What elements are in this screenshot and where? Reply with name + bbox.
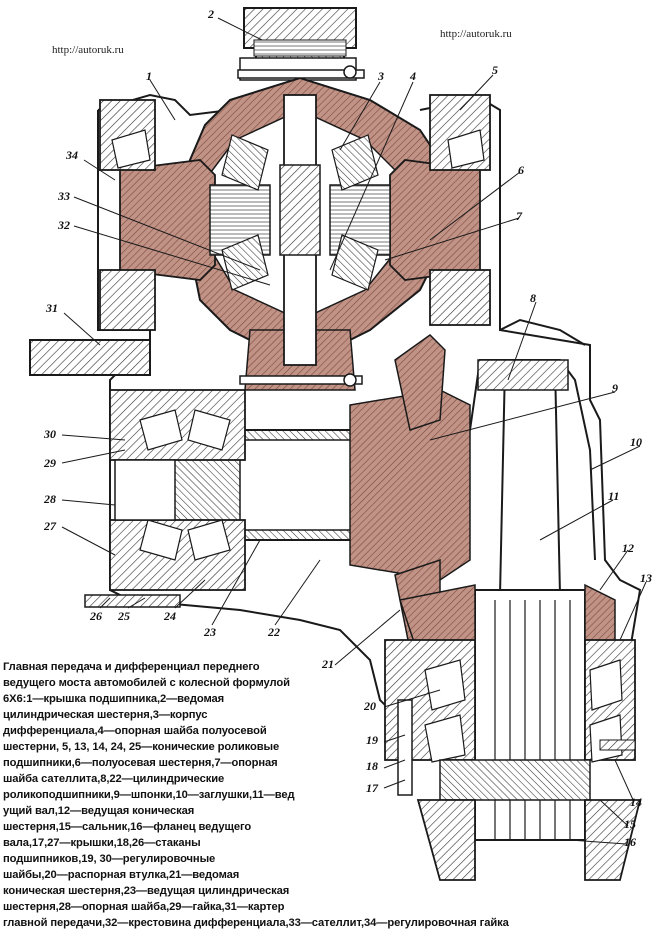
- caption-line: ущий вал,12—ведущая коническая: [3, 805, 195, 817]
- callout-31: 31: [45, 301, 58, 315]
- callout-33: 33: [57, 189, 70, 203]
- caption-line: коническая шестерня,23—ведущая цилиндрич…: [3, 885, 290, 897]
- callout-13: 13: [640, 571, 652, 585]
- callout-23: 23: [203, 625, 216, 639]
- callout-18: 18: [366, 759, 378, 773]
- caption-line: главной передачи,32—крестовина дифференц…: [3, 917, 509, 929]
- watermark-url-left: http://autoruk.ru: [52, 44, 124, 56]
- callout-3: 3: [377, 69, 384, 83]
- callout-12: 12: [622, 541, 634, 555]
- caption-line: 6Х6:1—крышка подшипника,2—ведомая: [3, 693, 225, 705]
- callout-10: 10: [630, 435, 642, 449]
- caption-line: цилиндрическая шестерня,3—корпус: [3, 709, 208, 721]
- caption-line: шестерня,15—сальник,16—фланец ведущего: [3, 821, 252, 833]
- left-bearing-group: [84, 389, 246, 608]
- callout-15: 15: [624, 817, 636, 831]
- callout-24: 24: [163, 609, 176, 623]
- lower-bearing-group: [384, 639, 642, 881]
- caption-line: Главная передача и дифференциал переднег…: [3, 661, 260, 673]
- caption-line: шестерня,28—опорная шайба,29—гайка,31—ка…: [3, 901, 285, 913]
- callout-20: 20: [363, 699, 376, 713]
- callout-7: 7: [516, 209, 523, 223]
- callout-21: 21: [321, 657, 334, 671]
- callout-1: 1: [146, 69, 152, 83]
- bolts: [237, 65, 365, 387]
- callout-17: 17: [366, 781, 379, 795]
- callout-numbers: 1 2 3 4 5 6 7 8 9 10 11 12 13 14 15 16 1…: [43, 7, 652, 849]
- callout-27: 27: [43, 519, 57, 533]
- caption-line: ведущего моста автомобилей с колесной фо…: [3, 677, 290, 689]
- leader-lines: [61, 17, 647, 845]
- callout-8: 8: [530, 291, 536, 305]
- callout-22: 22: [267, 625, 280, 639]
- caption-line: шестерни, 5, 13, 14, 24, 25—конические р…: [3, 741, 280, 753]
- callout-26: 26: [89, 609, 102, 623]
- caption-line: подшипники,6—полуосевая шестерня,7—опорн…: [3, 757, 278, 769]
- callout-11: 11: [608, 489, 619, 503]
- callout-32: 32: [57, 218, 70, 232]
- caption-line: подшипников,19, 30—регулировочные: [3, 853, 216, 865]
- caption-line: шайба сателлита,8,22—цилиндрические: [3, 773, 225, 785]
- caption-line: шайбы,20—распорная втулка,21—ведомая: [3, 869, 240, 881]
- figure-caption: Главная передача и дифференциал переднег…: [3, 659, 509, 931]
- callout-4: 4: [409, 69, 416, 83]
- callout-34: 34: [65, 148, 78, 162]
- callout-25: 25: [117, 609, 130, 623]
- callout-5: 5: [492, 63, 498, 77]
- watermark-url-right: http://autoruk.ru: [440, 28, 512, 40]
- callout-19: 19: [366, 733, 378, 747]
- callout-14: 14: [630, 795, 642, 809]
- callout-30: 30: [43, 427, 56, 441]
- caption-line: дифференциала,4—опорная шайба полуосевой: [3, 725, 267, 737]
- callout-2: 2: [207, 7, 214, 21]
- differential-spider: [221, 94, 379, 366]
- side-bearings: [99, 94, 491, 331]
- intermediate-shaft: [117, 334, 471, 651]
- top-bearing-cap: [239, 7, 357, 81]
- callout-29: 29: [43, 456, 56, 470]
- caption-line: вала,17,27—крышки,18,26—стаканы: [3, 837, 201, 849]
- caption-line: роликоподшипники,9—шпонки,10—заглушки,11…: [3, 789, 295, 801]
- callout-16: 16: [624, 835, 636, 849]
- callout-28: 28: [43, 492, 56, 506]
- callout-9: 9: [612, 381, 618, 395]
- callout-6: 6: [518, 163, 524, 177]
